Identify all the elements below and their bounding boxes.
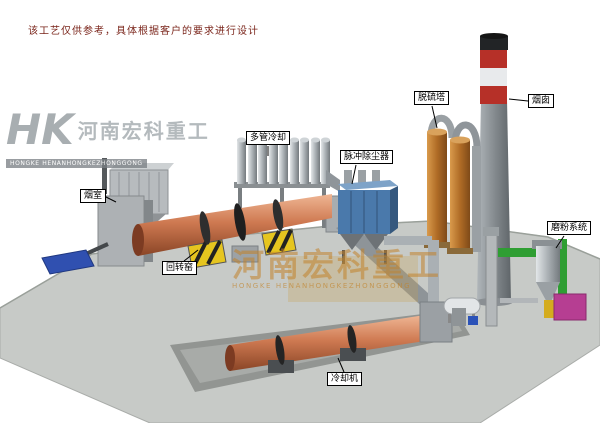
label-pulse-dust-collector: 脉冲除尘器 [340, 150, 394, 164]
center-watermark: 河南宏科重工 HONGKE HENANHONGKEZHONGGONG [232, 248, 442, 290]
logo-company-name-en: HONGKE HENANHONGKEZHONGGONG [6, 159, 147, 168]
watermark-patch [288, 256, 418, 302]
bucket-elevator [483, 227, 538, 327]
leader-lines [103, 98, 565, 373]
label-chimney: 烟囱 [528, 94, 555, 108]
cooling-machine [225, 240, 453, 373]
company-logo: HK 河南宏科重工 HONGKE HENANHONGKEZHONGGONG [6, 105, 210, 169]
rotary-kiln [132, 194, 332, 269]
label-grinding-system: 磨粉系统 [547, 221, 592, 235]
watermark-company-cn: 河南宏科重工 [232, 246, 443, 284]
label-desulfurization-tower: 脱硫塔 [414, 91, 450, 105]
label-rotary-kiln: 回转窑 [162, 261, 198, 275]
label-cooling-machine: 冷却机 [327, 372, 363, 386]
desulfurization-tower [424, 114, 481, 254]
watermark-company-en: HONGKE HENANHONGKEZHONGGONG [232, 282, 412, 290]
logo-company-name-cn: 河南宏科重工 [77, 119, 210, 143]
grinding-system [443, 239, 587, 326]
label-smoke-chamber: 烟室 [80, 189, 107, 203]
disclaimer-text: 该工艺仅供参考，具体根据客户的要求进行设计 [28, 26, 259, 37]
pulse-dust-collector [338, 170, 432, 264]
logo-monogram: HK [6, 105, 74, 154]
label-multi-tube-cooler: 多管冷却 [246, 131, 291, 145]
